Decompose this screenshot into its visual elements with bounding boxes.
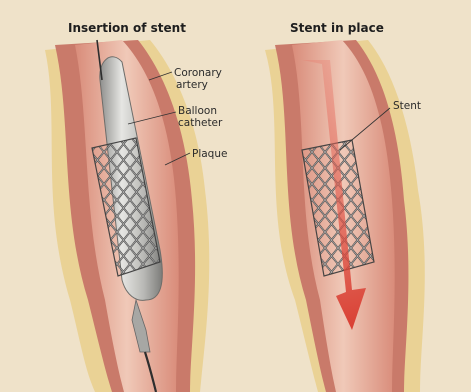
panel-title-in-place: Stent in place xyxy=(290,21,384,35)
label-coronary-artery-line2: artery xyxy=(176,79,208,91)
panel-title-insertion: Insertion of stent xyxy=(68,21,186,35)
label-balloon-catheter-line2: catheter xyxy=(178,117,223,129)
label-stent: Stent xyxy=(393,100,421,112)
label-coronary-artery-line1: Coronary xyxy=(174,67,222,79)
label-plaque: Plaque xyxy=(192,148,227,160)
label-balloon-catheter-line1: Balloon xyxy=(178,105,217,117)
